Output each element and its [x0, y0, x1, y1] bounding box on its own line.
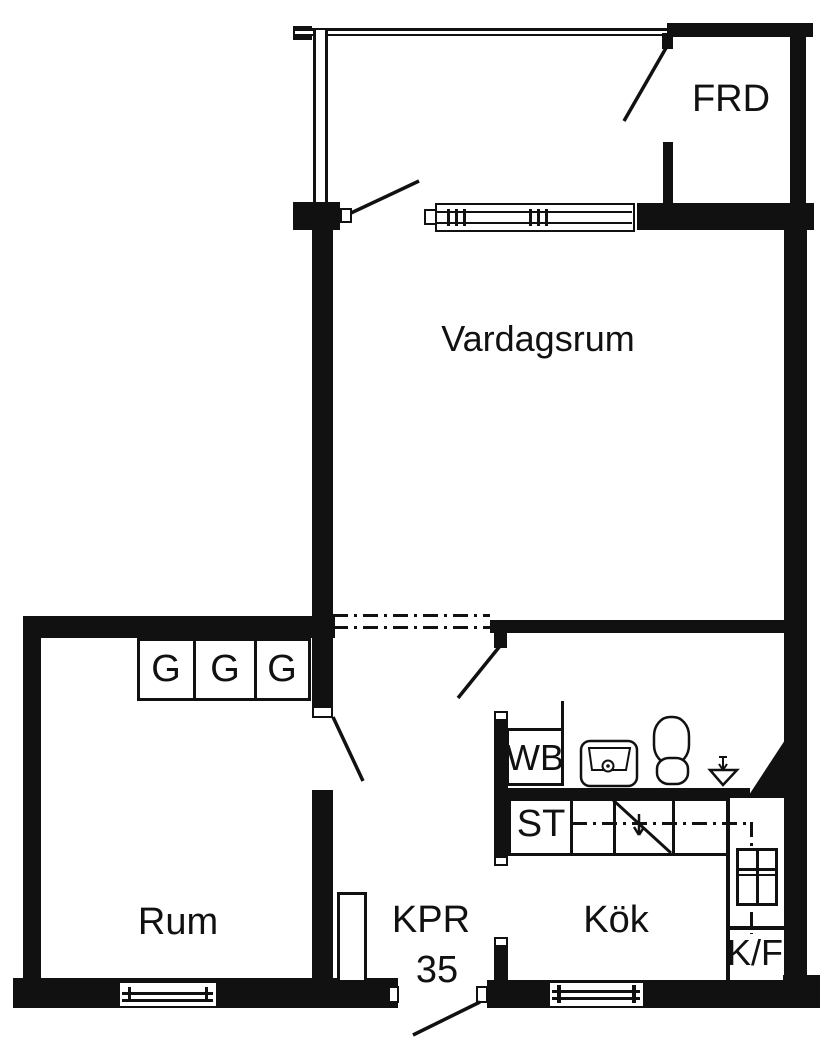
wall-middle-lower: [312, 790, 333, 980]
wall-cap: [494, 711, 508, 721]
room-label-kpr: KPR: [391, 899, 471, 941]
wall-under-frd: [637, 203, 814, 230]
open-boundary-line: [333, 614, 490, 617]
wall-counter-left: [494, 796, 508, 858]
wall-bathroom-top: [490, 620, 784, 633]
room-label-vardagsrum: Vardagsrum: [441, 318, 635, 359]
room-label-kok: Kök: [583, 899, 649, 941]
wall-bathroom-bottom: [494, 788, 750, 798]
fixture-label-kf: K/F: [726, 932, 784, 973]
hall-door-swing: [331, 716, 365, 782]
balcony-window: [435, 203, 635, 232]
room-label-frd: FRD: [691, 78, 771, 120]
wall-middle-upper: [312, 638, 333, 706]
rum-window: [118, 981, 218, 1008]
balcony-railing-left: [313, 30, 328, 205]
frd-door-post: [662, 33, 673, 49]
washbasin-icon: [579, 739, 639, 788]
toilet-icon: [652, 715, 691, 786]
wb-cabinet: [506, 728, 564, 786]
hall-door-leaf: [337, 892, 367, 983]
stove-icon: [611, 798, 673, 855]
floor-drain-icon: [707, 756, 740, 787]
wall-balcony-bottom-left: [293, 202, 340, 230]
frd-door-swing: [622, 47, 668, 122]
door-post: [312, 706, 333, 718]
wardrobe-label: G: [267, 648, 297, 690]
bathroom-door-swing: [456, 644, 502, 700]
wall-vardagsrum-left: [312, 230, 333, 622]
kitchen-counter: [508, 798, 730, 856]
wall-bottom-kitchen: [487, 980, 820, 1008]
wardrobe-label: G: [210, 648, 240, 690]
wall-left-section-top: [23, 616, 335, 638]
wall-cap: [494, 856, 508, 866]
balcony-railing-top: [295, 28, 667, 36]
open-boundary-line: [333, 626, 490, 629]
entry-door-post: [476, 986, 488, 1003]
wardrobe-label: G: [151, 648, 181, 690]
kitchen-door-stub: [494, 938, 508, 984]
bathroom-door-post: [494, 630, 507, 648]
fixture-label-st: ST: [516, 803, 566, 845]
entry-door-post: [388, 986, 399, 1003]
wall-left-outer: [23, 616, 41, 1008]
kitchen-window: [548, 981, 645, 1008]
kf-shelf-line: [726, 926, 786, 930]
wardrobe-box: [254, 638, 311, 701]
room-label-rum: Rum: [137, 901, 219, 943]
counter-centerline: [572, 822, 750, 825]
balcony-door-post: [340, 208, 352, 223]
kf-divider: [726, 798, 730, 982]
wall-cap: [494, 937, 508, 947]
kitchen-sink-unit: [736, 848, 778, 906]
wall-frd-stub: [663, 142, 673, 203]
entry-door-swing: [412, 1000, 481, 1037]
wall-right-main: [784, 228, 807, 1008]
wall-frd-right: [790, 35, 806, 205]
balcony-door-swing: [350, 179, 420, 215]
apartment-number: 35: [415, 949, 459, 991]
wall-frd-top: [667, 23, 813, 37]
shower-partition-line: [561, 701, 564, 730]
fixture-label-wb: WB: [506, 737, 564, 778]
duct-chamfer: [747, 740, 785, 798]
wall-bathroom-left-stub: [494, 712, 508, 788]
